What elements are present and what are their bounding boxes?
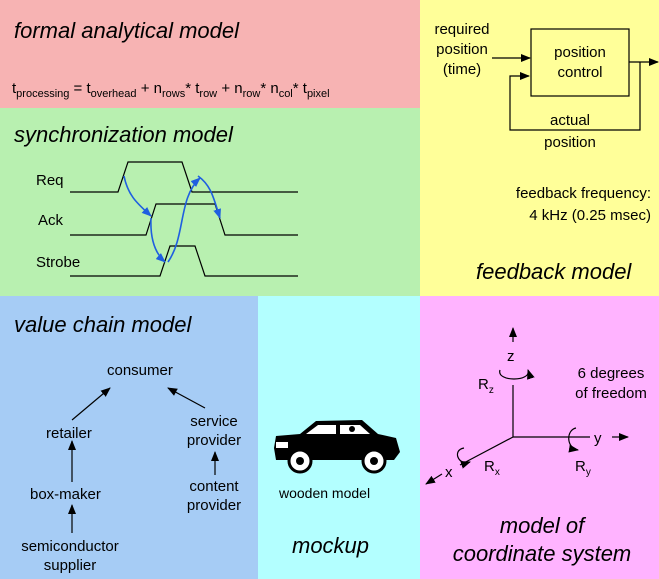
x-axis-arrow xyxy=(425,473,443,485)
feedback-model-panel xyxy=(420,0,659,296)
processing-time-formula: tprocessing = toverhead + nrows* trow + … xyxy=(12,80,330,100)
ry-rotation-arrow xyxy=(568,427,579,453)
service-to-consumer-arrow xyxy=(167,387,206,409)
req-to-ack-arrow xyxy=(123,175,152,217)
strobe-label: Strobe xyxy=(36,254,81,271)
consumer-node: consumer xyxy=(107,362,173,379)
rx-rotation-arrow xyxy=(456,447,471,469)
x-axis-label: x xyxy=(445,464,453,481)
x-axis xyxy=(459,436,514,466)
box-maker-node: box-maker xyxy=(30,486,101,503)
strobe-waveform xyxy=(70,245,298,277)
synchronization-model-panel xyxy=(0,108,420,296)
retailer-to-consumer-arrow xyxy=(71,387,111,421)
sync-arrows xyxy=(123,175,221,263)
ack-to-strobe-arrow xyxy=(150,217,166,263)
waveforms xyxy=(70,161,298,277)
value-chain-arrows xyxy=(68,387,219,533)
ack-label: Ack xyxy=(38,212,64,229)
synchronization-model-title: synchronization model xyxy=(14,122,233,147)
y-axis-label: y xyxy=(594,430,602,447)
feedback-model-title: feedback model xyxy=(476,259,632,284)
ry-label: Ry xyxy=(575,458,591,478)
rz-rotation-arrow xyxy=(499,369,535,380)
feedback-frequency-label: feedback frequency:4 kHz (0.25 msec) xyxy=(515,185,651,224)
wooden-model-caption: wooden model xyxy=(279,485,371,501)
req-label: Req xyxy=(36,172,64,189)
req-waveform xyxy=(70,161,298,193)
z-axis-label: z xyxy=(507,348,515,365)
feedback-path xyxy=(509,62,641,131)
value-chain-model-title: value chain model xyxy=(14,312,192,337)
mockup-title: mockup xyxy=(292,533,370,558)
req-to-ack-release-arrow xyxy=(197,175,221,219)
value-chain-model-panel xyxy=(0,296,258,579)
rx-label: Rx xyxy=(484,458,500,478)
retailer-node: retailer xyxy=(46,425,92,442)
rz-label: Rz xyxy=(478,376,494,396)
coordinate-axes xyxy=(425,327,629,485)
feedback-loop xyxy=(492,28,659,131)
strobe-to-req-arrow xyxy=(167,177,201,263)
formal-model-title: formal analytical model xyxy=(14,18,239,43)
formal-model-panel xyxy=(0,0,420,108)
car-icon xyxy=(274,420,400,474)
